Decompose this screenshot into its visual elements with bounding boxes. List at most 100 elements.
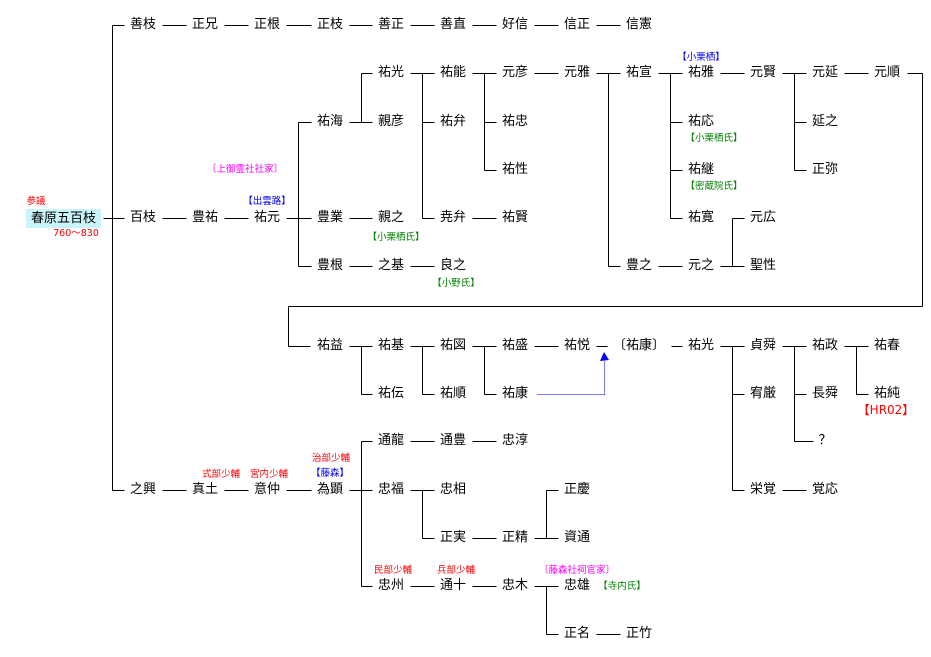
person-name: 元順 [873, 65, 900, 80]
person-name: 聖性 [749, 258, 776, 273]
hr02-label: 【HR02】 [857, 403, 915, 417]
person-name: 百枝 [129, 210, 156, 225]
person-name: 長舜 [811, 386, 838, 401]
person-name: 祐康 [501, 386, 528, 401]
oguruso-label: 【小栗栖】 [677, 52, 725, 63]
person-name: 〔祐康〕 [612, 338, 665, 353]
person-name: 祐応 [687, 114, 714, 129]
kamigoryo-label: 〔上御霊社社家〕 [206, 164, 284, 175]
terauchi-uji-label: 【寺内氏】 [598, 581, 646, 592]
person-name: 元之 [687, 258, 714, 273]
person-name: 正根 [253, 17, 280, 32]
person-name: 祐賢 [501, 210, 528, 225]
person-name: 延之 [811, 114, 838, 129]
person-name: 豊根 [316, 258, 343, 273]
person-name: 豊祐 [191, 210, 218, 225]
person-name: 資通 [563, 530, 590, 545]
person-name: 祐盛 [501, 338, 528, 353]
person-name: 之基 [377, 258, 404, 273]
oguruso-uji-label-2: 【小栗栖氏】 [685, 133, 743, 144]
person-name: 祐忠 [501, 114, 528, 129]
person-name: 正弥 [811, 162, 838, 177]
person-name: 正兄 [191, 17, 218, 32]
person-name: 親彦 [377, 114, 404, 129]
person-name: 祐図 [439, 338, 466, 353]
person-name: ？ [818, 433, 832, 448]
person-name: 忠木 [501, 578, 528, 593]
root-person: 春原五百枝 [26, 209, 101, 228]
person-name: 信正 [563, 17, 590, 32]
person-name: 通龍 [377, 433, 404, 448]
person-name: 正精 [501, 530, 528, 545]
ono-uji-label: 【小野氏】 [432, 278, 480, 289]
person-name: 正名 [563, 626, 590, 641]
person-name: 祐伝 [377, 386, 404, 401]
person-name: 親之 [377, 210, 404, 225]
person-name: 祐純 [873, 386, 900, 401]
person-name: 忠福 [377, 482, 404, 497]
person-name: 元賢 [749, 65, 776, 80]
fujinomori-shrine-label: 〔藤森社祠官家〕 [538, 565, 616, 576]
mitsuzoin-uji-label: 【密蔵院氏】 [685, 181, 743, 192]
person-name: 良之 [439, 258, 466, 273]
person-name: 祐海 [316, 114, 343, 129]
person-name: 意仲 [253, 482, 280, 497]
person-name: 善直 [439, 17, 466, 32]
person-name: 祐能 [439, 65, 466, 80]
oguruso-uji-label: 【小栗栖氏】 [367, 232, 425, 243]
person-name: 貞舜 [749, 338, 776, 353]
arrow-head-icon [600, 352, 609, 361]
person-name: 祐春 [873, 338, 900, 353]
person-name: 祐政 [811, 338, 838, 353]
person-name: 祐光 [687, 338, 714, 353]
person-name: 尭弁 [439, 210, 466, 225]
person-name: 祐元 [253, 210, 280, 225]
person-name: 覚応 [811, 482, 838, 497]
person-name: 祐寛 [687, 210, 714, 225]
person-name: 祐順 [439, 386, 466, 401]
person-name: 宥厳 [749, 386, 776, 401]
person-name: 正竹 [625, 626, 652, 641]
person-name: 正慶 [563, 482, 590, 497]
person-name: 忠州 [377, 578, 404, 593]
person-name: 忠淳 [501, 433, 528, 448]
person-name: 祐悦 [563, 338, 590, 353]
person-name: 祐雅 [687, 65, 714, 80]
person-name: 為顕 [316, 482, 343, 497]
person-name: 善正 [377, 17, 404, 32]
shikibu-label: 式部少輔 [201, 469, 241, 480]
person-name: 元広 [749, 210, 776, 225]
person-name: 好信 [501, 17, 528, 32]
person-name: 祐宣 [625, 65, 652, 80]
person-name: 栄覚 [749, 482, 776, 497]
person-name: 真土 [191, 482, 218, 497]
minbu-label: 民部少輔 [373, 565, 413, 576]
person-name: 之興 [129, 482, 156, 497]
person-name: 正実 [439, 530, 466, 545]
person-name: 忠雄 [563, 578, 590, 593]
person-name: 通豊 [439, 433, 466, 448]
person-name: 豊之 [625, 258, 652, 273]
person-name: 元延 [811, 65, 838, 80]
root-title: 参議 [26, 196, 46, 207]
izumoji-label: 【出雲路】 [243, 196, 291, 207]
fujinomori-label: 【藤森】 [310, 468, 350, 479]
person-name: 通十 [439, 578, 466, 593]
person-name: 正枝 [316, 17, 343, 32]
person-name: 善枝 [129, 17, 156, 32]
person-name: 忠相 [439, 482, 466, 497]
jibu-label: 治部少輔 [311, 453, 351, 464]
root-years: 760〜830 [53, 228, 99, 239]
person-name: 元雅 [563, 65, 590, 80]
person-name: 豊業 [316, 210, 343, 225]
person-name: 祐弁 [439, 114, 466, 129]
hyobu-label: 兵部少輔 [436, 565, 476, 576]
person-name: 元彦 [501, 65, 528, 80]
person-name: 祐基 [377, 338, 404, 353]
person-name: 祐継 [687, 162, 714, 177]
person-name: 祐性 [501, 162, 528, 177]
person-name: 祐益 [316, 338, 343, 353]
person-name: 祐光 [377, 65, 404, 80]
